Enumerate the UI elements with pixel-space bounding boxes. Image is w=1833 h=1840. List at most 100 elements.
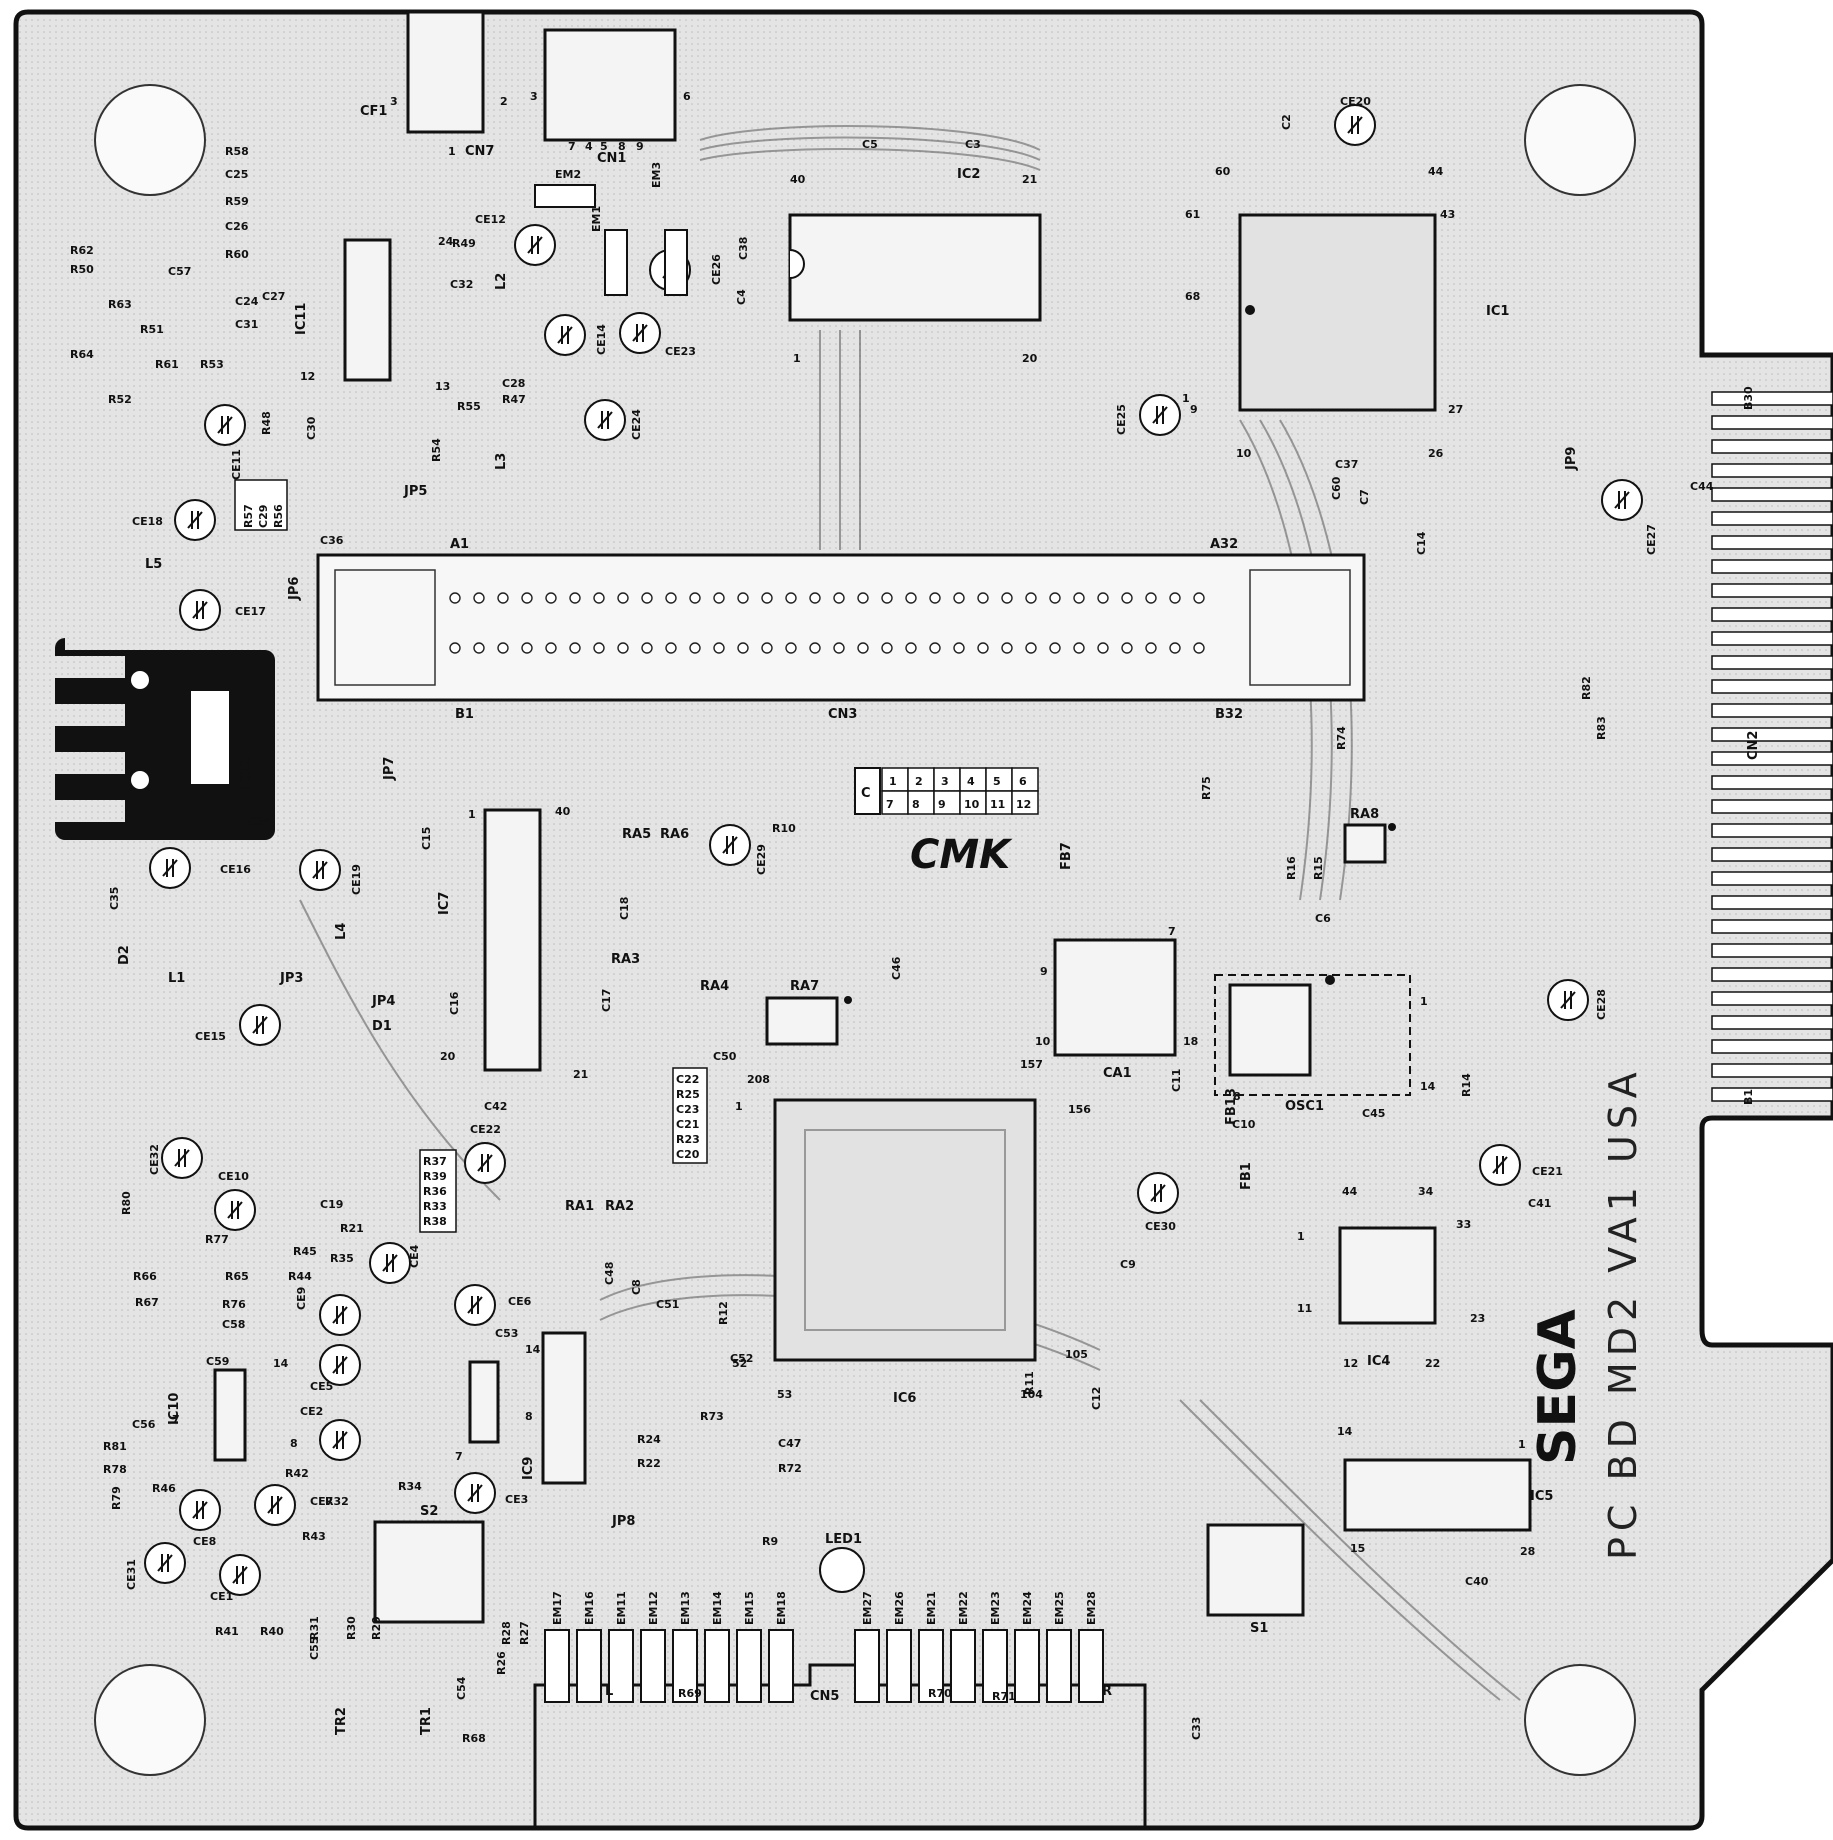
pin-grid-cell-label: 3 (941, 775, 949, 788)
capacitor-label: CE9 (295, 1287, 308, 1310)
component-label: C52 (730, 1352, 753, 1365)
component-label: C35 (108, 887, 121, 910)
jp9-label: JP9 (1564, 447, 1579, 471)
component-label: R75 (1200, 776, 1213, 800)
component-label: R61 (155, 358, 179, 371)
ic6-die-window (804, 1129, 1006, 1331)
l3-label: L3 (494, 453, 509, 470)
cn3-pin-b (617, 642, 629, 654)
edge-finger (1711, 775, 1833, 790)
cn3-pin-b (449, 642, 461, 654)
pin-number: 1 (1182, 392, 1190, 405)
component-label: R69 (678, 1687, 702, 1700)
cn3-pin-a (1169, 592, 1181, 604)
ic9-chip (468, 1360, 500, 1444)
capacitor-symbol (1347, 116, 1363, 134)
edge-finger (1711, 631, 1833, 646)
ra7-chip (765, 996, 839, 1046)
l1-label: L1 (168, 971, 185, 986)
component-label: C37 (1335, 458, 1358, 471)
cn3-pin-b (1001, 642, 1013, 654)
resistor-stack-label: C21 (676, 1118, 699, 1131)
component-label: C40 (1465, 1575, 1489, 1588)
pin-number: 1 (735, 1100, 743, 1113)
cn2-label: CN2 (1746, 731, 1761, 760)
cn3-pin-b (833, 642, 845, 654)
d1-label: D1 (372, 1019, 392, 1034)
em-label: EM21 (925, 1591, 938, 1625)
pin-number: 22 (1425, 1357, 1440, 1370)
em-label: EM24 (1021, 1591, 1034, 1625)
resistor-stack-label: R36 (423, 1185, 447, 1198)
resistor-stack-label: R33 (423, 1200, 447, 1213)
component-label: R51 (140, 323, 164, 336)
component-label: C4 (735, 289, 748, 305)
cn3-pin-a (809, 592, 821, 604)
component-label: C42 (484, 1100, 507, 1113)
component-label: C18 (618, 897, 631, 920)
mounting-holes (94, 84, 1636, 1776)
edge-finger (1711, 1015, 1833, 1030)
cn3-pin-b (665, 642, 677, 654)
pin-number: 1 (793, 352, 801, 365)
ic9-socket (541, 1331, 587, 1485)
cn3-pin-a (497, 592, 509, 604)
pin-number: 20 (440, 1050, 456, 1063)
component-label: R67 (135, 1296, 159, 1309)
capacitor-label: CE23 (665, 345, 696, 358)
fb13-label: FB13 (1224, 1088, 1239, 1125)
pin-grid-cell-label: 2 (915, 775, 923, 788)
edge-finger (1711, 487, 1833, 502)
ic12-heatsink (55, 638, 275, 840)
component-label: C46 (890, 956, 903, 980)
pin-number: 27 (1448, 403, 1463, 416)
jp7-label: JP7 (382, 757, 397, 781)
capacitor-label: CE7 (310, 1495, 333, 1508)
capacitor-symbol (557, 326, 573, 344)
pin-number: 104 (1020, 1388, 1043, 1401)
cn3-pin-a (617, 592, 629, 604)
em-label: EM1 (590, 206, 603, 232)
ic10-label: IC10 (167, 1393, 182, 1425)
pin-number: 21 (1022, 173, 1037, 186)
cn3-pin-a (761, 592, 773, 604)
em-label: EM3 (650, 162, 663, 188)
component-label: R73 (700, 1410, 724, 1423)
component-label: R11 (1023, 1371, 1036, 1395)
component-label: C55 (308, 1637, 321, 1660)
cn3-pin-a (785, 592, 797, 604)
cn1-label: CN1 (597, 151, 626, 166)
capacitor-label: CE19 (350, 864, 363, 895)
resistor-stack-label: R56 (272, 504, 285, 528)
tr1-label: TR1 (419, 1707, 434, 1735)
component-label: C6 (1315, 912, 1331, 925)
component-label: C3 (965, 138, 981, 151)
capacitor-symbol (527, 236, 543, 254)
component-label: R77 (205, 1233, 229, 1246)
capacitor-label: CE4 (408, 1244, 421, 1268)
em-part (854, 1629, 880, 1703)
cn3-pin-b (977, 642, 989, 654)
edge-finger (1711, 823, 1833, 838)
cn3-pin-a (1145, 592, 1157, 604)
pin-number: 44 (1428, 165, 1444, 178)
cn3-pin-a (1097, 592, 1109, 604)
cn3-pin-a (665, 592, 677, 604)
cn3-pin-b (809, 642, 821, 654)
edge-finger (1711, 391, 1833, 406)
pin-number: 23 (1470, 1312, 1485, 1325)
component-label: C56 (132, 1418, 156, 1431)
ra4-label: RA4 (700, 979, 729, 994)
pin-grid-cell-label: 5 (993, 775, 1001, 788)
component-label: R45 (293, 1245, 317, 1258)
ra1-label: RA1 (565, 1199, 594, 1214)
capacitor-symbol (217, 416, 233, 434)
ic2-chip (788, 213, 1042, 322)
capacitor-label: CE25 (1115, 404, 1128, 435)
component-label: C11 (1170, 1069, 1183, 1092)
capacitor-symbol (252, 1016, 268, 1034)
component-label: R82 (1580, 676, 1593, 700)
edge-finger (1711, 415, 1833, 430)
